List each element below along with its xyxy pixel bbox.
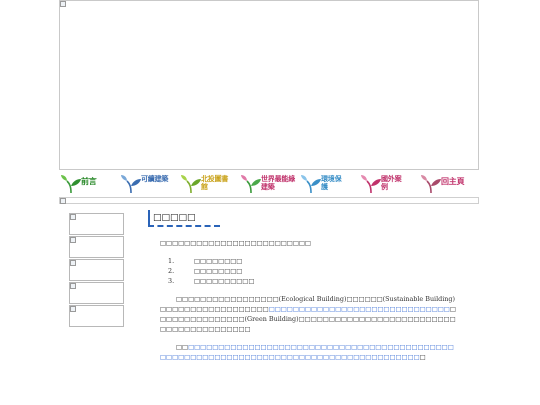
header-banner-image <box>59 0 479 170</box>
list-number: 2. <box>168 267 175 275</box>
heading-accent-bar <box>148 210 150 226</box>
broken-image-icon <box>60 1 66 7</box>
nav-item-world-green-building[interactable]: 世界最能綠建築 <box>239 172 299 194</box>
nav-label: 國外案例 <box>381 175 402 191</box>
sprout-icon <box>61 175 81 194</box>
nav-label: 北投圖書館 <box>201 175 229 191</box>
list-item: 1. □□□□□□□□ <box>160 256 458 266</box>
broken-image-icon <box>70 237 76 243</box>
inline-link[interactable]: □□□□□□□□□□□□□□□□□□□□□□□□□□□□□□□□□□□□□□□□… <box>160 343 454 361</box>
nav-label: 可續建築 <box>141 175 169 183</box>
sprout-icon <box>301 175 321 194</box>
sidebar-link-4[interactable] <box>69 282 124 304</box>
paragraph-text: □ <box>419 353 426 361</box>
main-nav: 前言 可續建築 北投圖書館 世界最能綠建築 環境保護 <box>59 172 479 194</box>
intro-text: □□□□□□□□□□□□□□□□□□□□□□□□□ <box>160 239 311 247</box>
sprout-icon <box>421 175 441 194</box>
sidebar-link-5[interactable] <box>69 305 124 327</box>
nav-label: 世界最能綠建築 <box>261 175 295 191</box>
broken-image-icon <box>60 198 66 204</box>
nav-item-sustainable-building[interactable]: 可續建築 <box>119 172 179 194</box>
nav-label: 回主頁 <box>441 177 465 186</box>
sidebar-link-1[interactable] <box>69 213 124 235</box>
list-text: □□□□□□□□□□ <box>194 277 255 285</box>
list-number: 1. <box>168 257 175 265</box>
sprout-icon <box>241 175 261 194</box>
page-title: □□□□□ <box>153 213 196 223</box>
paragraph-1: □□□□□□□□□□□□□□□□□(Ecological Building)□□… <box>160 294 458 334</box>
list-number: 3. <box>168 277 175 285</box>
paragraph-text: □□□□□□□□□□□□□□□(Green Building)□□□□□□□□□… <box>160 305 456 333</box>
sidebar-link-2[interactable] <box>69 236 124 258</box>
list-text: □□□□□□□□ <box>194 257 243 265</box>
nav-item-preface[interactable]: 前言 <box>59 172 119 194</box>
inline-link[interactable]: □□□□□□□□□□□□□□□□□□□□□□□□□□□□□□ <box>268 305 450 313</box>
sidebar-link-3[interactable] <box>69 259 124 281</box>
paragraph-2: □□□□□□□□□□□□□□□□□□□□□□□□□□□□□□□□□□□□□□□□… <box>160 342 458 362</box>
list-item: 2. □□□□□□□□ <box>160 266 458 276</box>
nav-item-environmental-protection[interactable]: 環境保護 <box>299 172 359 194</box>
nav-item-foreign-cases[interactable]: 國外案例 <box>359 172 419 194</box>
nav-label: 前言 <box>81 177 97 186</box>
broken-image-icon <box>70 283 76 289</box>
main-content: □□□□□□□□□□□□□□□□□□□□□□□□□ 1. □□□□□□□□ 2. □… <box>160 238 458 370</box>
paragraph-text: □□□□□□□□□□□□□□□□□(Ecological Building)□□… <box>160 295 455 313</box>
nav-item-home[interactable]: 回主頁 <box>419 172 479 194</box>
nav-item-beitou-library[interactable]: 北投圖書館 <box>179 172 239 194</box>
broken-image-icon <box>70 260 76 266</box>
nav-label: 環境保護 <box>321 175 342 191</box>
sprout-icon <box>121 175 141 194</box>
sprout-icon <box>361 175 381 194</box>
broken-image-icon <box>70 214 76 220</box>
list-text: □□□□□□□□ <box>194 267 243 275</box>
sprout-icon <box>181 175 201 194</box>
list-item: 3. □□□□□□□□□□ <box>160 276 458 286</box>
divider-image <box>59 197 479 204</box>
broken-image-icon <box>70 306 76 312</box>
paragraph-text: □□ <box>176 343 189 351</box>
numbered-list: 1. □□□□□□□□ 2. □□□□□□□□ 3. □□□□□□□□□□ <box>160 256 458 286</box>
heading-dashed-underline <box>148 225 220 227</box>
